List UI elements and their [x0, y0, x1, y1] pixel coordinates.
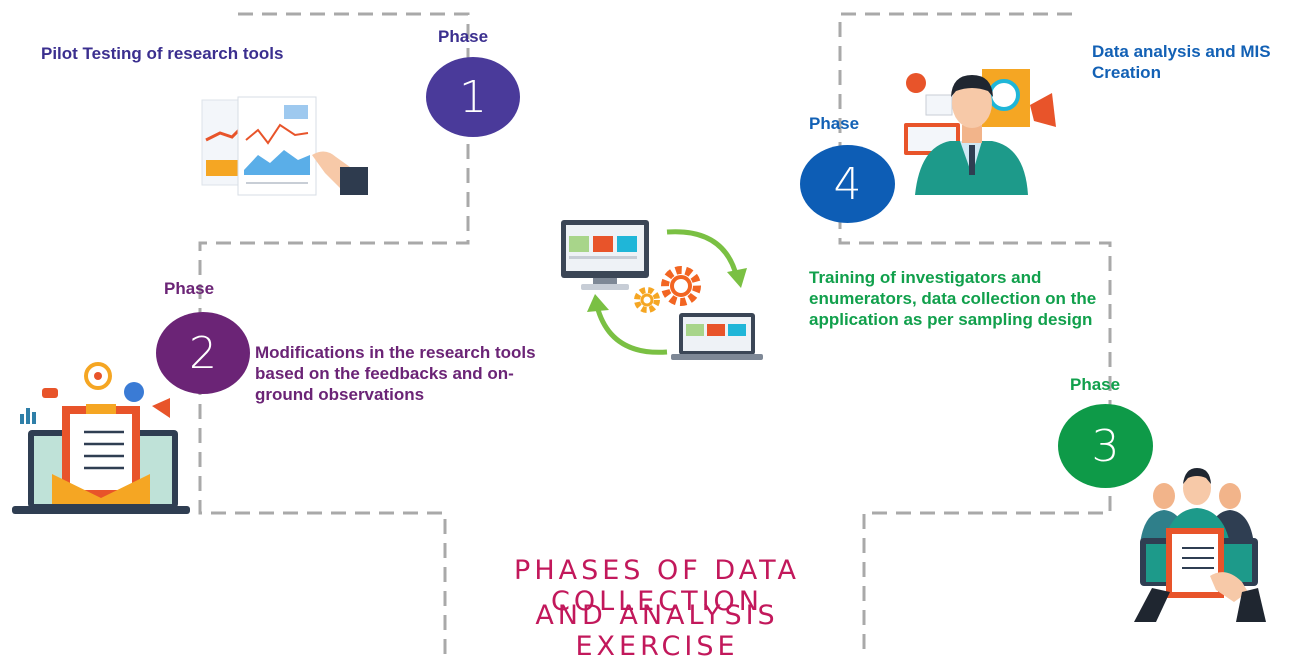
phase-2-label: Phase	[164, 279, 215, 298]
phase-1-circle: 1	[426, 57, 520, 137]
laptop-clipboard-icon	[12, 362, 190, 514]
phase-1-number: 1	[459, 71, 487, 123]
phase-2-description: Modifications in the research tools base…	[255, 343, 536, 404]
team-clipboard-icon	[1134, 468, 1266, 622]
computer-sync-gears-icon	[561, 220, 763, 360]
phase-4-circle: 4	[800, 145, 895, 223]
phase-1-description: Pilot Testing of research tools	[41, 44, 284, 63]
phase-4-description: Data analysis and MIS Creation	[1092, 42, 1271, 82]
phase-3-number: 3	[1091, 420, 1120, 472]
phase-3-label: Phase	[1070, 375, 1121, 394]
phase-4-number: 4	[833, 158, 862, 210]
analyst-person-icon	[904, 69, 1056, 195]
phase-4-label: Phase	[809, 114, 860, 133]
report-chart-icon	[201, 96, 368, 196]
phase-2-number: 2	[189, 327, 217, 379]
diagram-title-line-1: PHASES OF DATA COLLECTION	[514, 555, 800, 617]
phase-1-label: Phase	[438, 27, 489, 46]
phase-3-circle: 3	[1058, 404, 1153, 488]
diagram-title-line-2: AND ANALYSIS EXERCISE	[535, 600, 779, 662]
phase-3-description: Training of investigators and enumerator…	[809, 268, 1097, 329]
phase-2-circle: 2	[156, 312, 250, 394]
